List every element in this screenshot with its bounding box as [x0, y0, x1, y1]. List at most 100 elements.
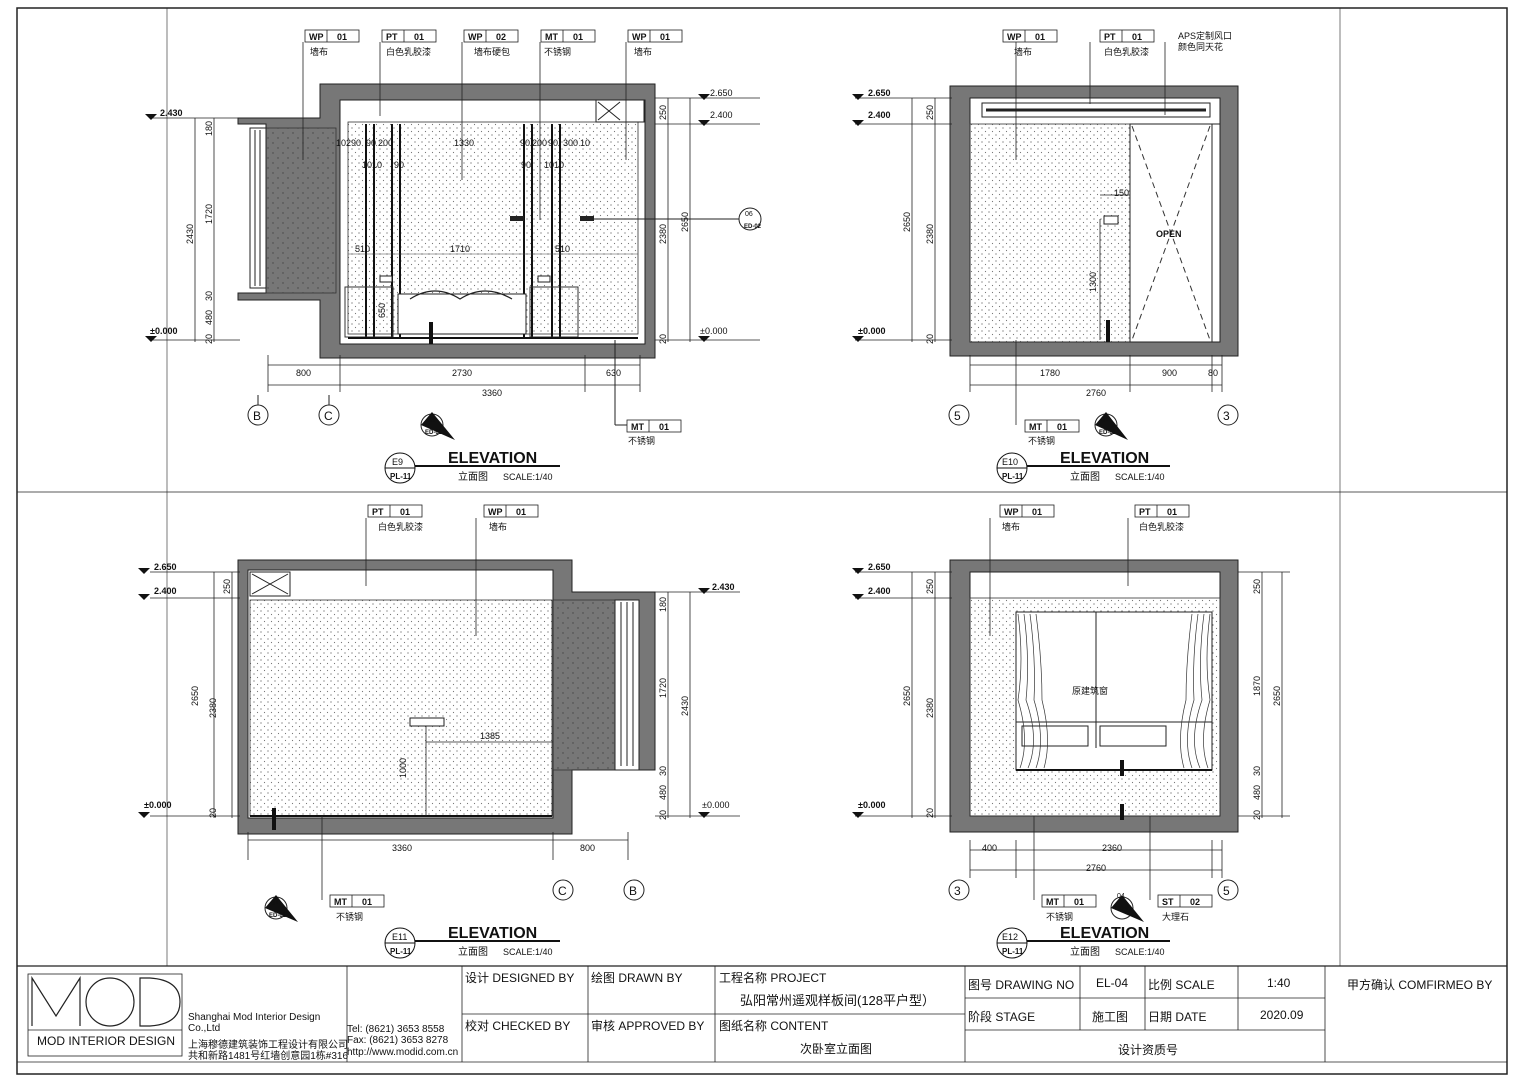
- e9-level-5: ±0.000: [700, 326, 727, 336]
- e11-bdim-1: 3360: [392, 843, 412, 853]
- e12-bottom-tag-2-code: ST: [1162, 897, 1174, 907]
- e11-title-heading: ELEVATION: [448, 925, 537, 942]
- e12-tag-1-num: 01: [1032, 507, 1042, 517]
- e9-mdim-2: 90: [394, 160, 404, 170]
- e10-vdim-1: 250: [925, 105, 935, 120]
- e9-mdim-3: 90: [521, 160, 531, 170]
- e9-mdim-1: 1010: [362, 160, 382, 170]
- e9-mdim-4: 1010: [544, 160, 564, 170]
- e11-level-5: ±0.000: [702, 800, 729, 810]
- e11-vdim-r4: 30: [658, 766, 668, 776]
- e12-tag-1-label: 墙布: [1002, 521, 1020, 532]
- e12-callout-num: 04: [1117, 893, 1125, 900]
- e12-bdim-2: 2360: [1102, 843, 1122, 853]
- e9-tag-5-label: 墙布: [634, 46, 652, 57]
- e9-level-4: 2.400: [710, 110, 733, 120]
- e12-vdim-3: 2380: [925, 698, 935, 718]
- e9-tdim-2: 290: [346, 138, 361, 148]
- designed-by-label: 设计 DESIGNED BY: [465, 971, 575, 985]
- e11-level-4: 2.430: [712, 582, 735, 592]
- e9-tag-2-label: 白色乳胶漆: [386, 46, 431, 57]
- e9-level-2: ±0.000: [150, 326, 177, 336]
- e10-level-2: 2.400: [868, 110, 891, 120]
- e12-title-id: E12: [1002, 932, 1018, 942]
- e11-callout-num: 01: [271, 900, 279, 907]
- e11-title-scale: SCALE:1/40: [503, 947, 553, 957]
- e11-bottom-tag-code: MT: [334, 897, 347, 907]
- qualification-label: 设计资质号: [1118, 1043, 1179, 1057]
- checked-by-label: 校对 CHECKED BY: [465, 1019, 571, 1033]
- e11-vdim-r5: 480: [658, 785, 668, 800]
- e9-tag-2-num: 01: [414, 32, 424, 42]
- e9-grid-2: C: [324, 409, 333, 423]
- e11-vdim-1: 250: [222, 579, 232, 594]
- e9-bdim-4: 3360: [482, 388, 502, 398]
- e9-callout-side-ref: ED-02: [744, 224, 762, 230]
- e11-vdim-r1: 180: [658, 597, 668, 612]
- e12-vdim-r1: 250: [1252, 579, 1262, 594]
- e11-idim-2: 1000: [398, 758, 408, 778]
- e10-bottom-tag-label: 不锈钢: [1028, 435, 1055, 446]
- e12-bottom-tag-1-label: 不锈钢: [1046, 911, 1073, 922]
- e10-callout-num: 01: [1101, 417, 1109, 424]
- e10-vdim-3: 2380: [925, 224, 935, 244]
- e9-tdim-4: 200: [378, 138, 393, 148]
- e9-bottom-tag-code: MT: [631, 422, 644, 432]
- e9-title-sheet: PL-11: [390, 472, 412, 481]
- e9-level-1: 2.430: [160, 108, 183, 118]
- e9-grid-1: B: [253, 409, 261, 423]
- stage-label: 阶段 STAGE: [968, 1010, 1036, 1024]
- e12-bottom-tag-1-num: 01: [1074, 897, 1084, 907]
- e9-level-3: 2.650: [710, 88, 733, 98]
- scale-value: 1:40: [1267, 976, 1291, 990]
- e10-tag-1-label: 墙布: [1014, 46, 1032, 57]
- e10-tag-1-code: WP: [1007, 32, 1022, 42]
- e9-bdim-2: 2730: [452, 368, 472, 378]
- confirm-label: 甲方确认 COMFIRMEO BY: [1347, 978, 1493, 992]
- e11-tag-2-code: WP: [488, 507, 503, 517]
- e12-vdim-r5: 480: [1252, 785, 1262, 800]
- tag-boxes: [304, 29, 1213, 908]
- company-fax: Fax: (8621) 3653 8278: [347, 1035, 449, 1046]
- elevation-e10: [855, 42, 1239, 440]
- e9-tdim-9: 300: [563, 138, 578, 148]
- e9-vdim-r2: 2380: [658, 224, 668, 244]
- e11-tag-1-label: 白色乳胶漆: [378, 521, 423, 532]
- e10-title-subtitle: 立面图: [1070, 470, 1100, 483]
- e9-tag-5-code: WP: [632, 32, 647, 42]
- e9-callout-bottom-ref: ED-01: [425, 430, 443, 436]
- e12-level-1: 2.650: [868, 562, 891, 572]
- e9-title-scale: SCALE:1/40: [503, 472, 553, 482]
- company-en-1: Shanghai Mod Interior Design: [188, 1012, 321, 1023]
- e11-vdim-r2: 1720: [658, 678, 668, 698]
- e12-vdim-2: 2650: [902, 686, 912, 706]
- content-label: 图纸名称 CONTENT: [719, 1019, 829, 1033]
- e10-level-3: ±0.000: [858, 326, 885, 336]
- elevation-e11: [150, 518, 740, 922]
- e10-bdim-1: 1780: [1040, 368, 1060, 378]
- e9-idim-4: 650: [377, 303, 387, 318]
- e11-idim-1: 1385: [480, 731, 500, 741]
- e10-tag-2-label: 白色乳胶漆: [1104, 46, 1149, 57]
- e12-bottom-tag-1-code: MT: [1046, 897, 1059, 907]
- e10-tag-2-num: 01: [1132, 32, 1142, 42]
- title-lines: [405, 465, 1170, 942]
- e11-tag-2-label: 墙布: [489, 521, 507, 532]
- e10-bottom-tag-num: 01: [1057, 422, 1067, 432]
- project-label: 工程名称 PROJECT: [719, 971, 827, 985]
- e9-vdim-3: 30: [204, 291, 214, 301]
- e11-bottom-tag-label: 不锈钢: [336, 911, 363, 922]
- e9-tag-2-code: PT: [386, 32, 398, 42]
- e9-bdim-1: 800: [296, 368, 311, 378]
- e11-bdim-2: 800: [580, 843, 595, 853]
- e11-tag-1-code: PT: [372, 507, 384, 517]
- drawing-no-value: EL-04: [1096, 976, 1129, 990]
- e10-level-1: 2.650: [868, 88, 891, 98]
- e9-tag-5-num: 01: [660, 32, 670, 42]
- e12-vdim-r6: 20: [1252, 810, 1262, 820]
- e12-bdim-3: 2760: [1086, 863, 1106, 873]
- e9-tag-4-num: 01: [573, 32, 583, 42]
- e12-tag-2-label: 白色乳胶漆: [1139, 521, 1184, 532]
- e9-tag-3-label: 墙布硬包: [474, 46, 510, 57]
- e9-vdim-r4: 2650: [680, 212, 690, 232]
